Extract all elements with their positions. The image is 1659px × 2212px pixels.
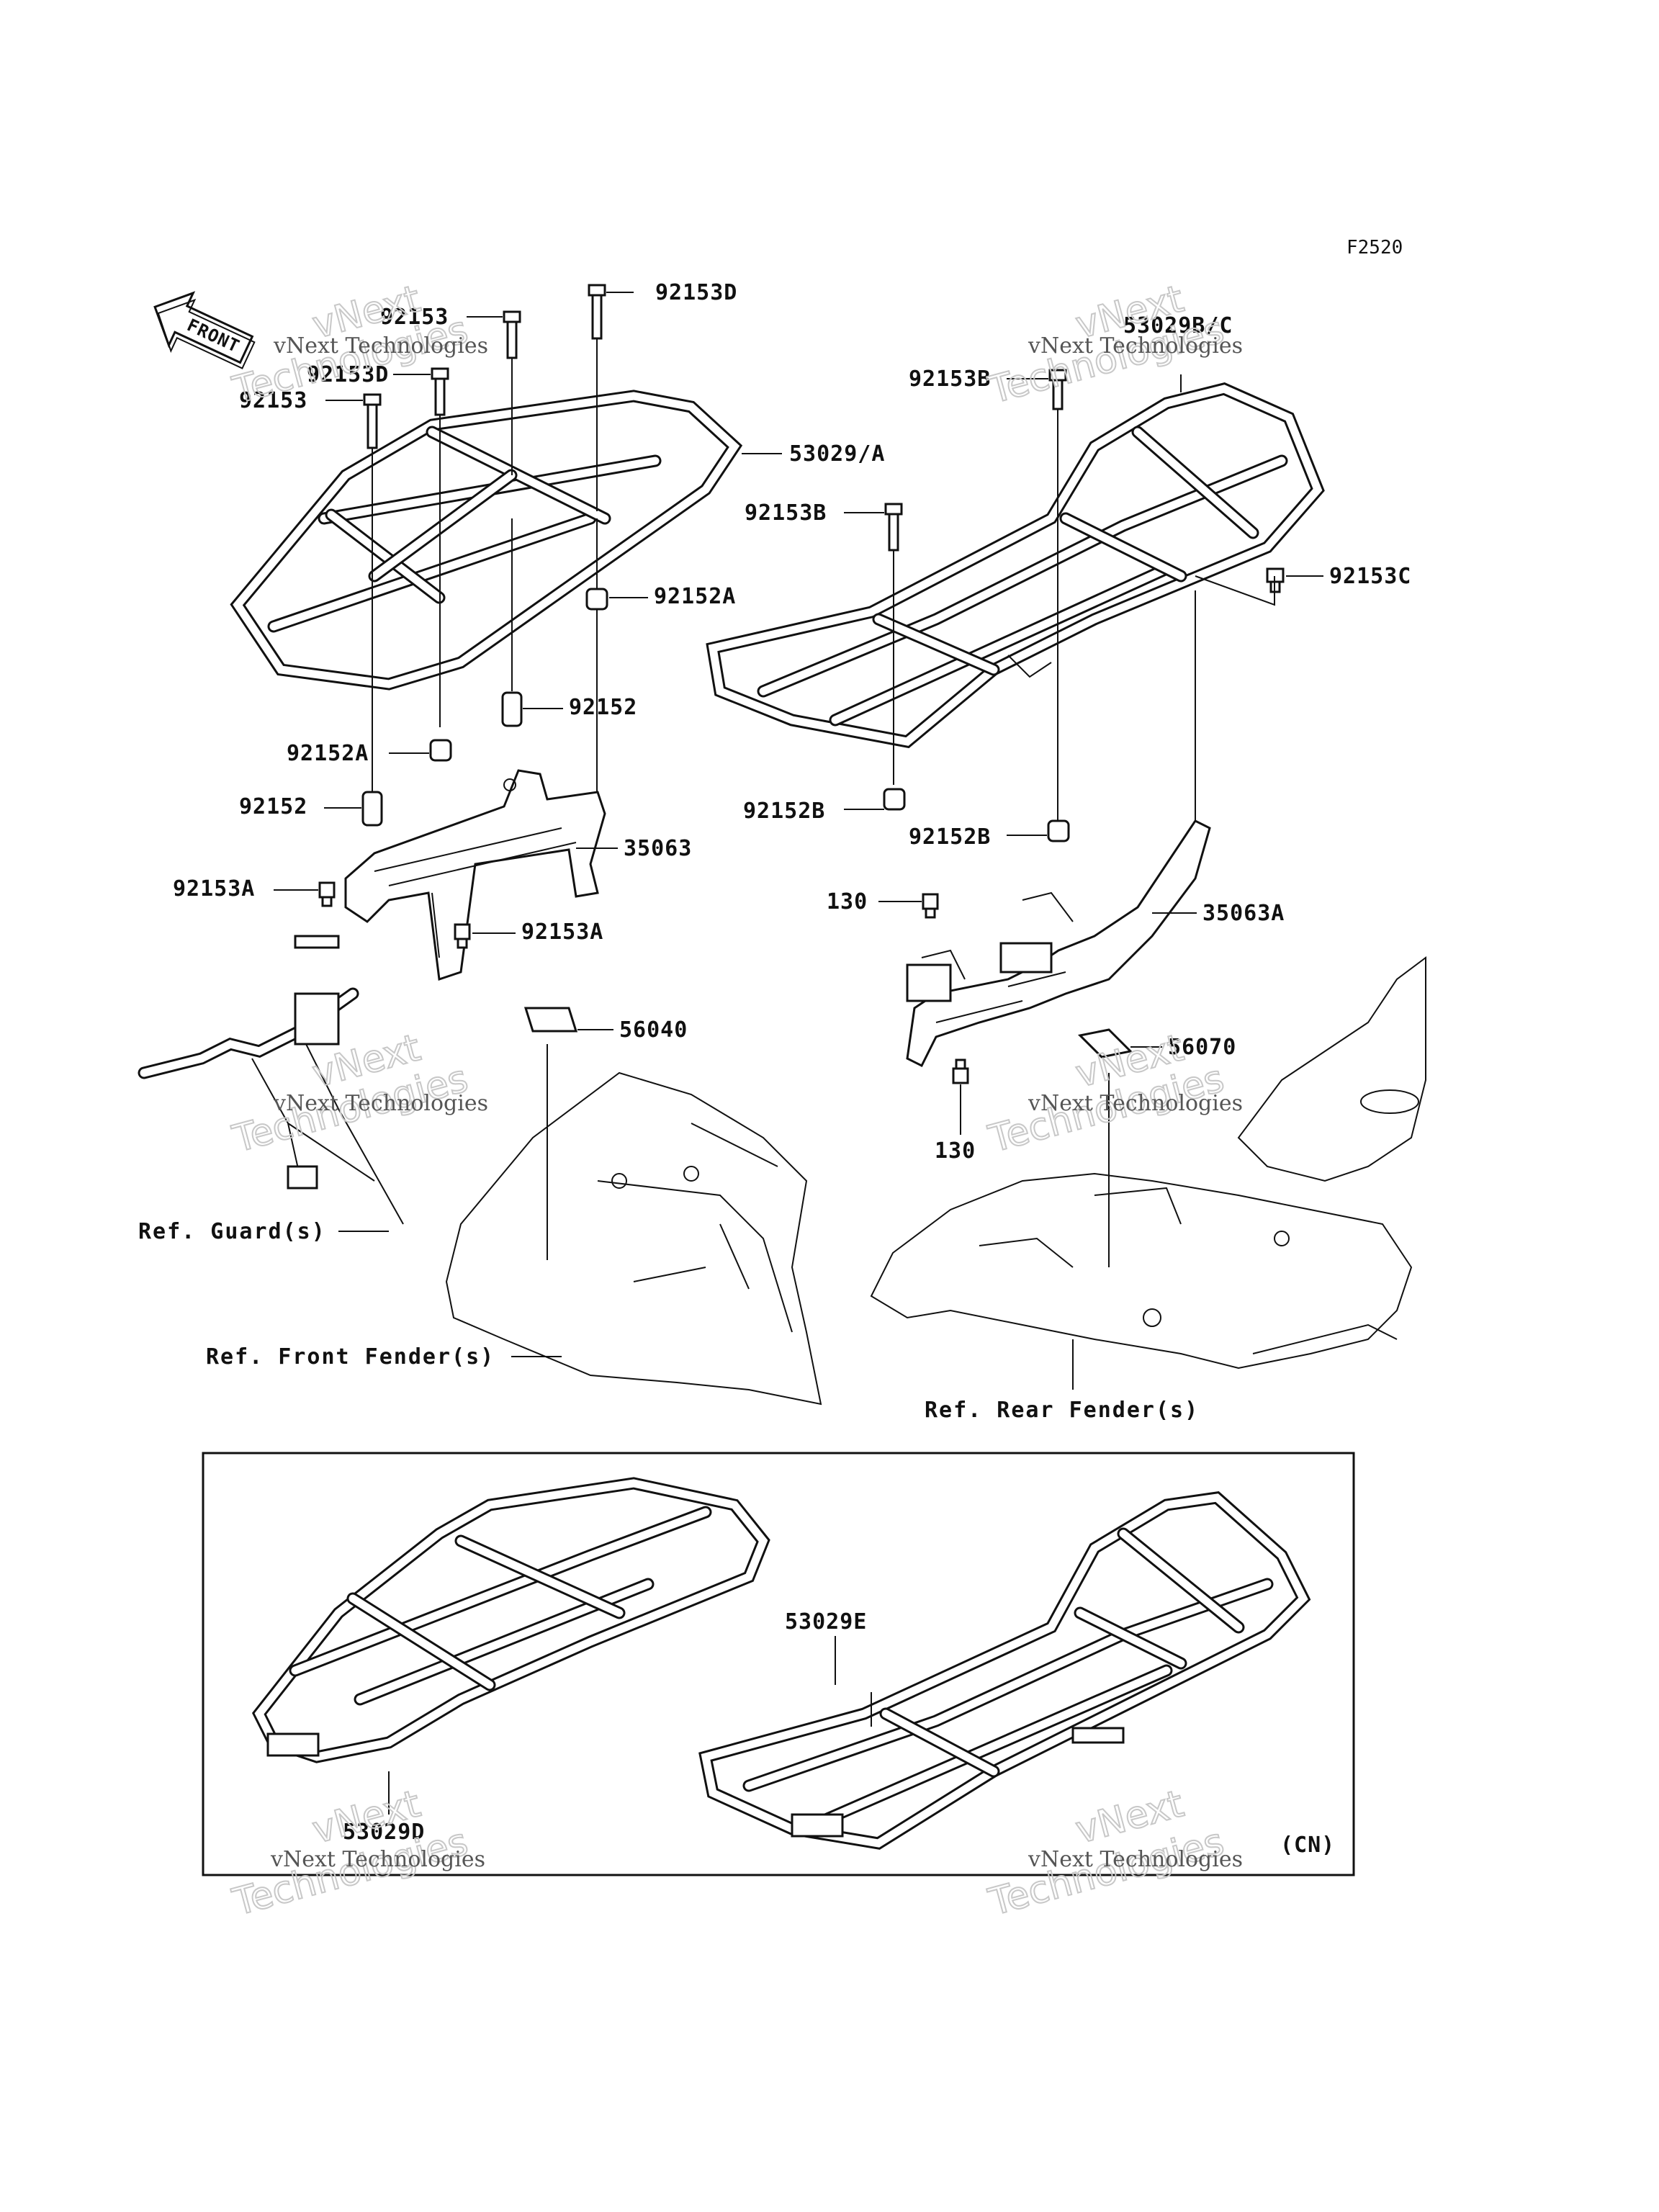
label-53029D: 53029D [343, 1820, 425, 1845]
region-code-cn: (CN) [1280, 1833, 1335, 1858]
bolt-130-top [922, 893, 939, 919]
label-92152A-top: 92152A [654, 584, 736, 609]
label-92152-mid: 92152 [569, 695, 637, 720]
label-92153D-b: 92153D [307, 362, 389, 387]
bracket-35063 [294, 769, 606, 981]
svg-text:vNext Technologies: vNext Technologies [273, 333, 488, 359]
label-53029E: 53029E [785, 1609, 867, 1635]
diagram-code: F2520 [1346, 237, 1403, 258]
bolt-92153B-top [1048, 369, 1067, 410]
label-92153-c: 92153 [239, 388, 307, 413]
label-130-top: 130 [827, 889, 868, 914]
label-92153C: 92153C [1329, 564, 1411, 589]
svg-text:vNext Technologies: vNext Technologies [1028, 1091, 1243, 1116]
cn-variant-box [202, 1452, 1355, 1876]
bolt-92153D-top [588, 284, 606, 340]
bracket-35063A [906, 819, 1211, 1068]
spacer-92152-mid [501, 691, 523, 727]
rear-carrier-53029E [698, 1491, 1311, 1850]
label-92152-left: 92152 [239, 794, 307, 819]
front-carrier-53029A [230, 390, 743, 691]
label-53029BC: 53029B/C [1123, 313, 1233, 338]
label-92153A-right: 92153A [521, 920, 603, 945]
rear-fender-reference-drawing [870, 956, 1426, 1370]
label-92152B-right: 92152B [909, 824, 991, 850]
svg-text:vNext Technologies: vNext Technologies [270, 1847, 485, 1872]
label-92153D-top: 92153D [655, 280, 737, 305]
label-130-bottom: 130 [935, 1138, 976, 1164]
label-56070: 56070 [1168, 1035, 1236, 1060]
bolt-92153A-right [454, 923, 471, 949]
guard-reference-drawing [138, 987, 404, 1225]
spacer-92152B-left [883, 788, 906, 811]
label-92153A-left: 92153A [173, 876, 255, 902]
watermark-bottom-left: vNext Technologies vNext Technologies [228, 1781, 485, 1925]
ref-front-fender: Ref. Front Fender(s) [206, 1344, 495, 1370]
ref-rear-fender: Ref. Rear Fender(s) [925, 1398, 1199, 1423]
bolt-130-bottom [952, 1058, 969, 1084]
spacer-92152-left [361, 791, 383, 827]
svg-text:vNext Technologies: vNext Technologies [1028, 1847, 1243, 1872]
label-56040: 56040 [619, 1017, 688, 1043]
label-92153B-top: 92153B [909, 367, 991, 392]
svg-text:vNext Technologies: vNext Technologies [273, 1091, 488, 1116]
rear-carrier-53029BC [706, 382, 1325, 749]
label-92153B-mid: 92153B [745, 500, 827, 526]
bolt-92153A-left [318, 881, 336, 907]
label-92152A-left: 92152A [287, 741, 369, 766]
label-92152B-left: 92152B [743, 799, 825, 824]
label-35063: 35063 [624, 836, 692, 861]
decal-56040 [523, 1007, 578, 1033]
bolt-92153D-b [431, 367, 449, 416]
decal-56070 [1077, 1028, 1133, 1058]
spacer-92152B-right [1047, 819, 1070, 842]
label-92153-a: 92153 [380, 305, 449, 330]
watermark-bottom-right: vNext Technologies vNext Technologies [984, 1781, 1243, 1925]
bolt-92153B-mid [884, 503, 903, 552]
svg-text:vNext Technologies: vNext Technologies [1028, 333, 1243, 359]
front-carrier-53029D [251, 1477, 770, 1763]
spacer-92152A-top [585, 588, 608, 611]
front-fender-reference-drawing [445, 1071, 822, 1406]
bolt-92153-c [363, 393, 382, 449]
label-53029A: 53029/A [789, 441, 885, 467]
spacer-92152A-left [429, 739, 452, 762]
ref-guard: Ref. Guard(s) [138, 1219, 326, 1244]
label-35063A: 35063A [1202, 901, 1285, 926]
watermark-top-left: vNext Technologies vNext Technologies [228, 276, 488, 413]
bolt-92153-a [503, 310, 521, 359]
